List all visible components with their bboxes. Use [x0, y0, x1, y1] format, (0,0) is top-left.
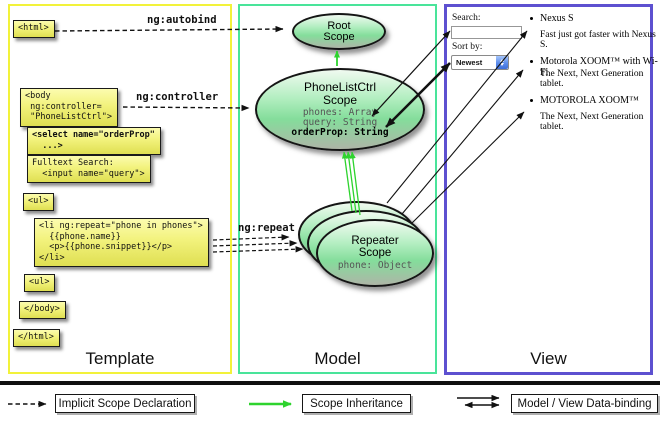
legend-data-binding: Model / View Data-binding: [511, 394, 658, 413]
phone-snippet: The Next, Next Generation tablet.: [540, 112, 644, 132]
prop-phone: phone: Object: [337, 260, 413, 271]
repeater-scope-ellipse-front: Repeater Scope phone: Object: [316, 219, 434, 287]
search-label: Search:: [452, 13, 481, 23]
bullet-icon: [530, 99, 533, 102]
legend-double-arrow-icon: [457, 394, 500, 409]
model-panel: Model: [238, 4, 437, 374]
template-panel: Template: [8, 4, 232, 374]
code-li-repeat: <li ng:repeat="phone in phones"> {{phone…: [34, 218, 209, 267]
code-ul-open: <ul>: [23, 193, 55, 211]
prop-query: query: String: [302, 117, 378, 128]
bullet-icon: [530, 17, 533, 20]
sort-by-label: Sort by:: [452, 42, 483, 52]
phone-list-item: MOTOROLA XOOM™: [530, 95, 639, 106]
sort-dropdown-value: Newest: [456, 58, 483, 67]
phone-name: MOTOROLA XOOM™: [540, 95, 639, 106]
prop-orderprop: orderProp: String: [291, 127, 389, 138]
ng-autobind-label: ng:autobind: [147, 14, 217, 26]
legend-implicit-scope: Implicit Scope Declaration: [55, 394, 195, 413]
search-input[interactable]: [451, 26, 522, 39]
code-body-close: </body>: [19, 301, 66, 319]
code-body-open: <body ng:controller= "PhoneListCtrl">: [20, 88, 118, 127]
root-scope-title: Root Scope: [323, 19, 355, 43]
code-ul-close: <ul>: [24, 274, 56, 292]
code-fulltext-search: Fulltext Search: <input name="query">: [27, 155, 151, 183]
repeater-scope-title: Repeater Scope: [351, 235, 399, 259]
view-panel-title: View: [530, 349, 567, 368]
root-scope-ellipse: Root Scope: [292, 13, 386, 50]
code-html-open: <html>: [13, 20, 55, 38]
phone-list-item: Nexus S: [530, 13, 574, 24]
ng-repeat-label: ng:repeat: [238, 222, 295, 234]
template-panel-title: Template: [85, 349, 155, 368]
sort-dropdown[interactable]: Newest: [451, 55, 509, 70]
prop-phones: phones: Array: [302, 107, 378, 118]
model-panel-title: Model: [314, 349, 361, 368]
legend-separator: [0, 381, 660, 385]
phone-list-item: Motorola XOOM™ with Wi-Fi: [530, 56, 660, 78]
phone-name: Nexus S: [540, 13, 574, 24]
ng-controller-label: ng:controller: [136, 91, 219, 103]
phonelistctrl-scope-title: PhoneListCtrl Scope: [303, 80, 377, 107]
code-select: <select name="orderProp" ...>: [27, 127, 161, 155]
phone-snippet: The Next, Next Generation tablet.: [540, 69, 644, 89]
phone-snippet: Fast just got faster with Nexus S.: [540, 30, 656, 50]
legend-scope-inheritance: Scope Inheritance: [302, 394, 411, 413]
phone-name: Motorola XOOM™ with Wi-Fi: [540, 56, 658, 78]
bullet-icon: [530, 60, 533, 63]
phonelistctrl-scope-ellipse: PhoneListCtrl Scope phones: Array query:…: [255, 68, 425, 151]
dropdown-stepper-icon: [496, 56, 508, 69]
code-html-close: </html>: [13, 329, 60, 347]
